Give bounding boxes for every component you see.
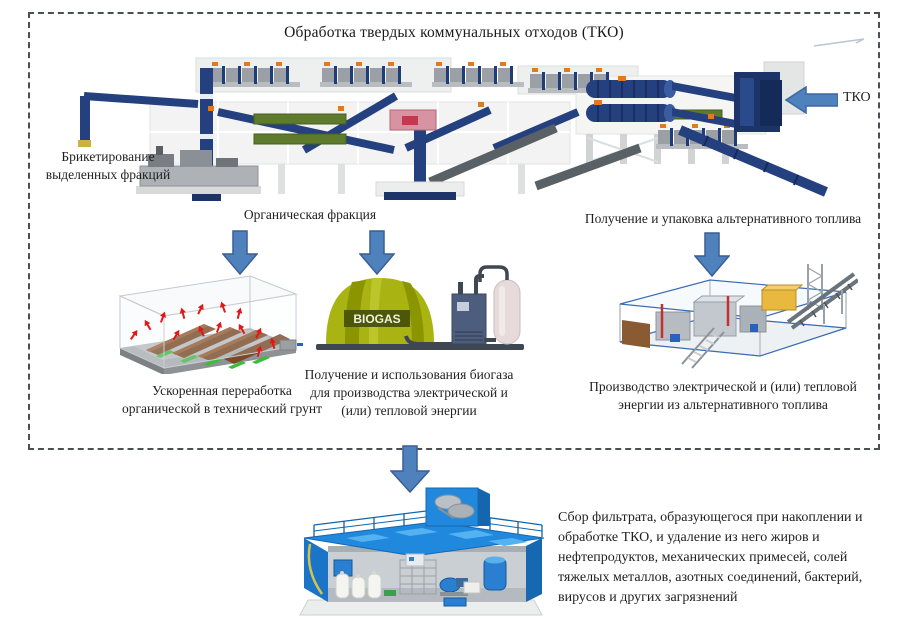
filtrate-container-illustration [298, 482, 546, 620]
branch-caption-compost: Ускоренная переработка органической в те… [122, 383, 322, 416]
compost-illustration [112, 270, 304, 374]
alt-fuel-plant-illustration [610, 264, 858, 374]
tko-input-arrow-icon [784, 86, 838, 114]
branch-caption-biogas: Получение и использования биогаза для пр… [304, 367, 514, 418]
page-title: Обработка твердых коммунальных отходов (… [284, 24, 624, 41]
flow-arrow-compost-icon [222, 230, 258, 275]
flow-arrow-biogas-icon [359, 230, 395, 275]
biogas-plant-illustration: BIOGAS [314, 258, 526, 354]
filtrate-flow-arrow-icon [390, 445, 430, 493]
msw-sorting-line-illustration [58, 54, 830, 206]
biogas-tank-label: BIOGAS [353, 312, 400, 326]
branch-caption-alt-fuel-energy: Производство электрической и (или) тепло… [589, 379, 857, 412]
briquetting-label: Брикетирование выделенных фракций [45, 149, 171, 183]
filtrate-description: Сбор фильтрата, образующегося при накопл… [558, 510, 863, 605]
flow-arrow-alt-fuel-icon [694, 232, 730, 277]
tko-input-label: ТКО [843, 90, 871, 105]
stray-pen-mark [813, 38, 865, 47]
organic-fraction-label: Органическая фракция [243, 207, 377, 222]
alt-fuel-label: Получение и упаковка альтернативного топ… [584, 211, 862, 226]
